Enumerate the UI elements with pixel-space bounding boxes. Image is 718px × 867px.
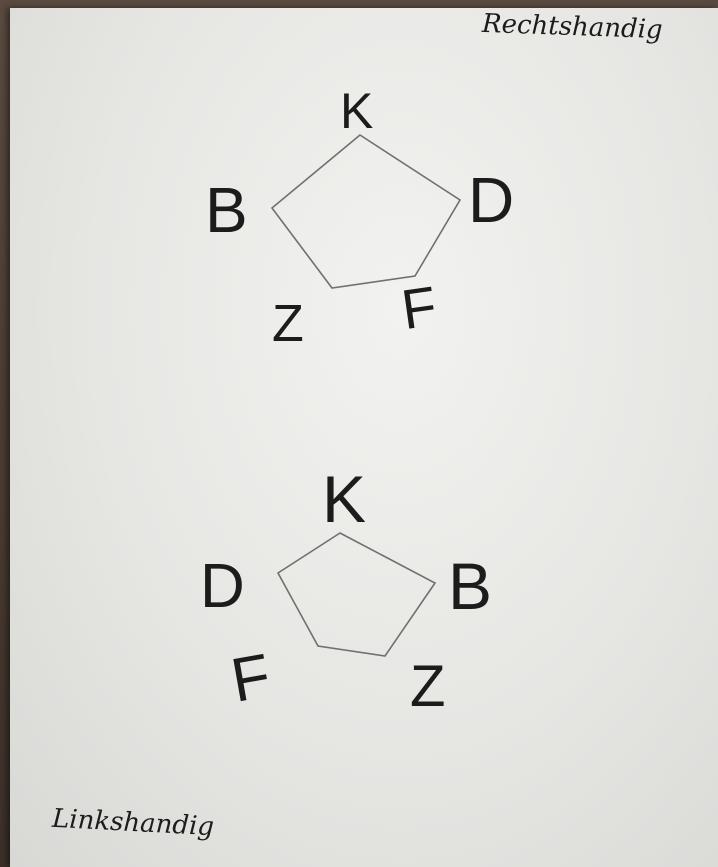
top-label-z: Z	[272, 295, 304, 353]
bottom-pentagon	[276, 532, 437, 657]
bottom-label-b: B	[448, 549, 493, 623]
top-label-d: D	[468, 164, 515, 236]
bottom-label-z: Z	[410, 654, 446, 719]
bottom-label-d: D	[200, 552, 245, 621]
right-handed-note: Rechtshandig	[481, 8, 664, 46]
top-label-k: K	[340, 83, 374, 139]
pentagon-drawings	[270, 134, 462, 657]
paper-sheet: Rechtshandig K B D Z F K D B F Z Linksha…	[10, 8, 718, 867]
top-label-b: B	[205, 174, 248, 246]
bottom-label-k: K	[322, 462, 367, 536]
top-pentagon	[270, 134, 462, 289]
